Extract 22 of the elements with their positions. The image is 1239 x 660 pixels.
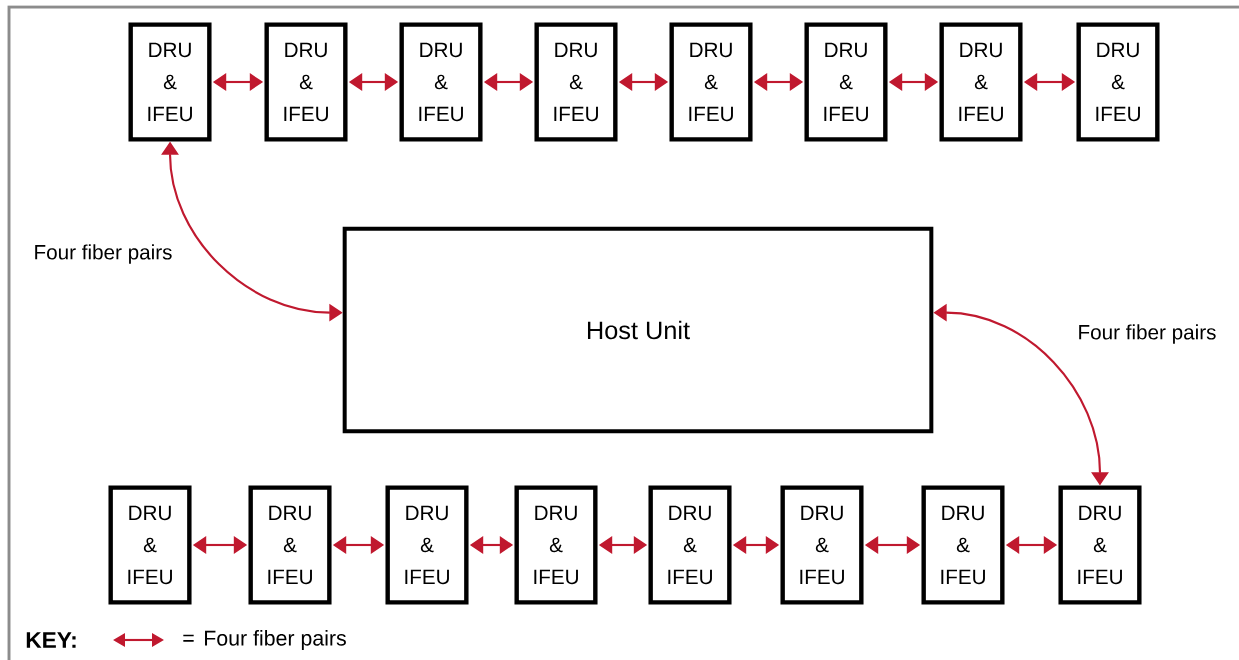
unit-box: DRU & IFEU	[669, 22, 753, 142]
unit-box: DRU & IFEU	[399, 22, 483, 142]
unit-box: DRU & IFEU	[108, 485, 192, 605]
unit-box: DRU & IFEU	[534, 22, 618, 142]
unit-box: DRU & IFEU	[248, 485, 332, 605]
unit-box: DRU & IFEU	[264, 22, 348, 142]
unit-box: DRU & IFEU	[648, 485, 732, 605]
unit-box: DRU & IFEU	[1076, 22, 1160, 142]
unit-box: DRU & IFEU	[780, 485, 864, 605]
unit-box: DRU & IFEU	[385, 485, 469, 605]
host-unit-box: Host Unit	[342, 226, 934, 434]
equals-sign: =	[183, 634, 194, 642]
unit-box: DRU & IFEU	[804, 22, 888, 142]
unit-box: DRU & IFEU	[921, 485, 1005, 605]
edge-label: Four fiber pairs	[32, 243, 174, 265]
legend-text: Four fiber pairs	[205, 630, 346, 650]
unit-box: DRU & IFEU	[514, 485, 598, 605]
key-heading: KEY:	[26, 632, 76, 648]
unit-box: DRU & IFEU	[1058, 485, 1142, 605]
unit-box: DRU & IFEU	[128, 22, 212, 142]
edge-label: Four fiber pairs	[1076, 323, 1218, 345]
unit-box: DRU & IFEU	[939, 22, 1023, 142]
